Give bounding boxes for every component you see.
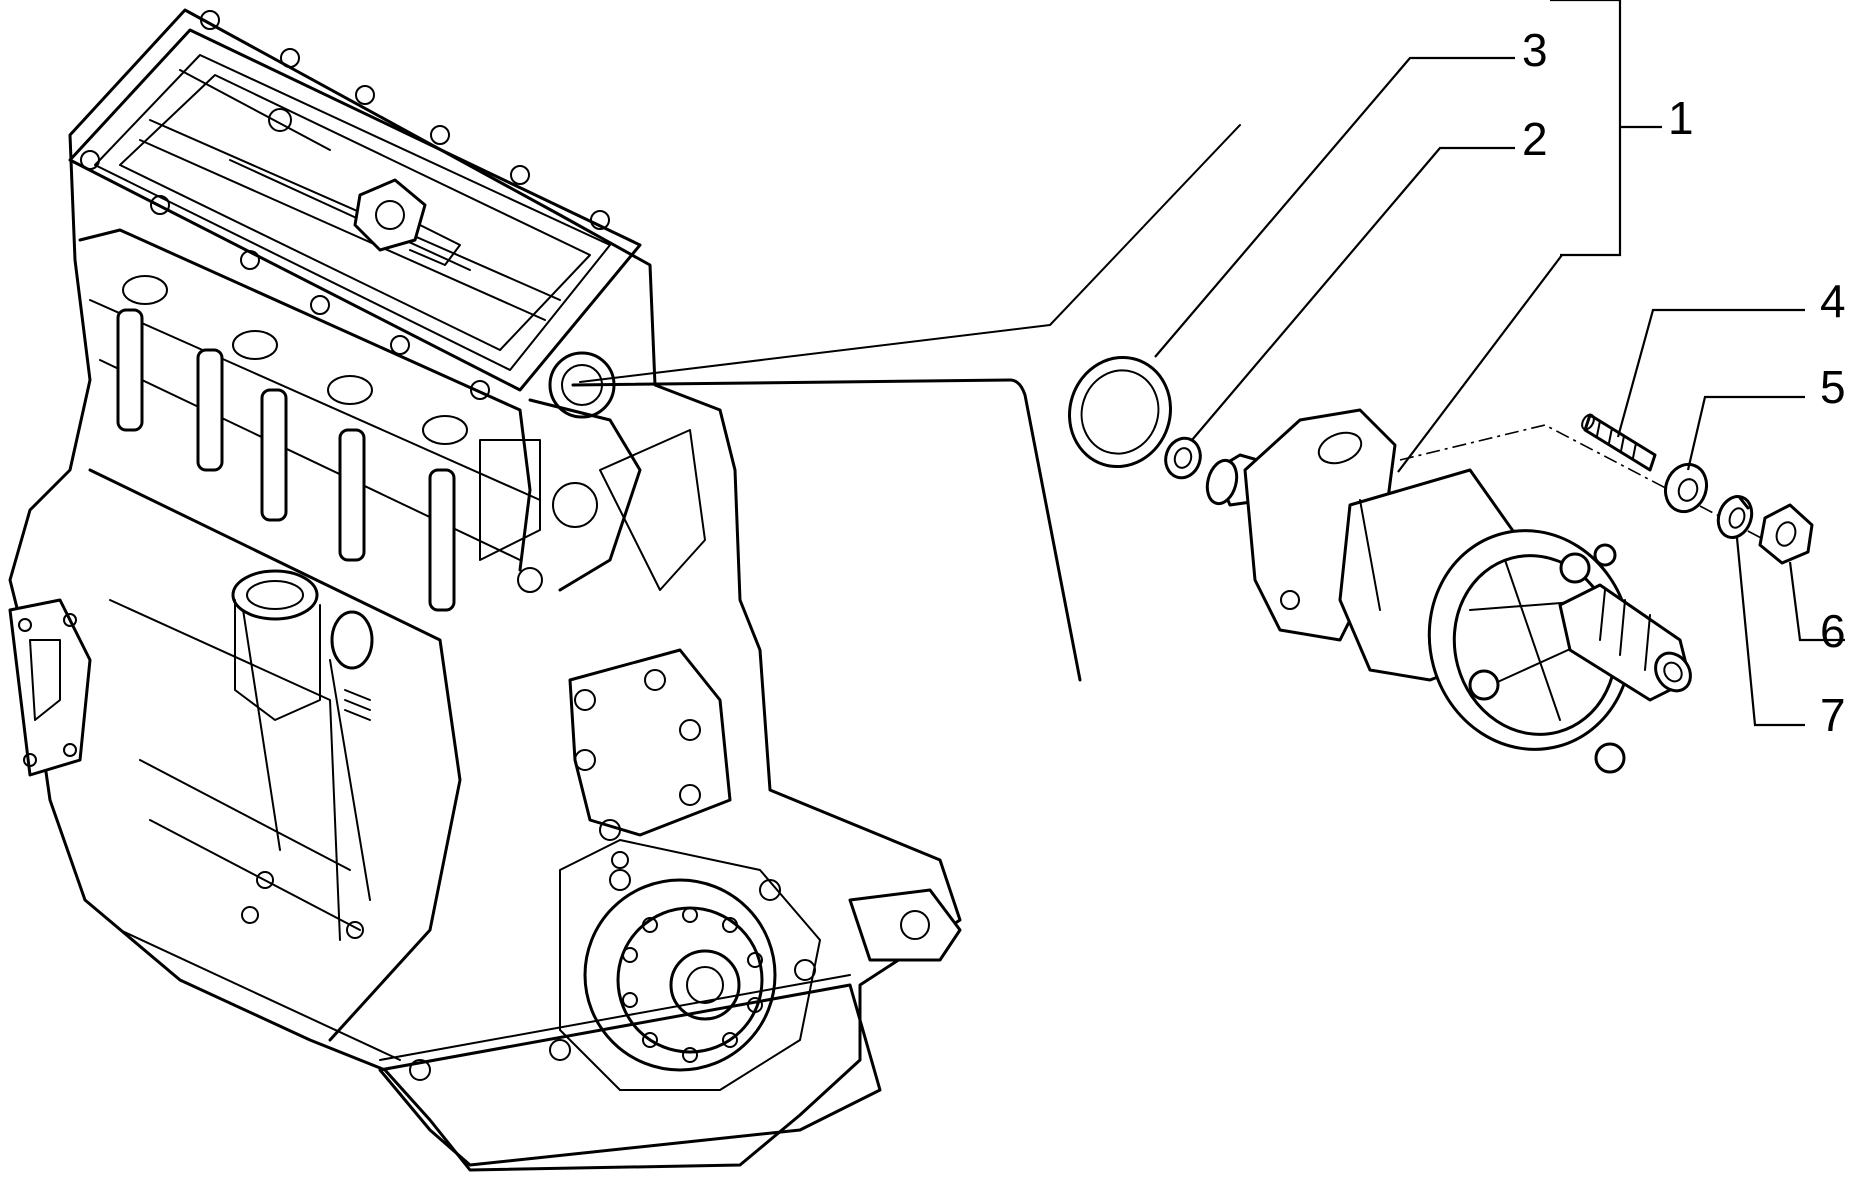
callout-labels: 3 2 1 4 5 6 7 xyxy=(1522,24,1846,741)
part-5-flat-washer xyxy=(1663,462,1709,514)
callout-6: 6 xyxy=(1820,605,1846,657)
callout-7: 7 xyxy=(1820,689,1846,741)
callout-4: 4 xyxy=(1820,275,1846,327)
callout-1: 1 xyxy=(1668,92,1694,144)
engine-block xyxy=(8,8,962,1172)
callout-5: 5 xyxy=(1820,361,1846,413)
mounting-position-leader xyxy=(571,124,1241,682)
callout-3: 3 xyxy=(1522,24,1548,76)
callout-2: 2 xyxy=(1522,113,1548,165)
part-2-washer xyxy=(1164,436,1202,480)
part-7-spring-washer xyxy=(1716,495,1754,539)
part-1-vacuum-pump xyxy=(1205,408,1692,774)
part-4-stud xyxy=(1581,413,1657,472)
part-3-seal-ring xyxy=(1068,355,1172,469)
part-6-nut xyxy=(1758,503,1814,565)
leader-lines xyxy=(1154,0,1845,727)
